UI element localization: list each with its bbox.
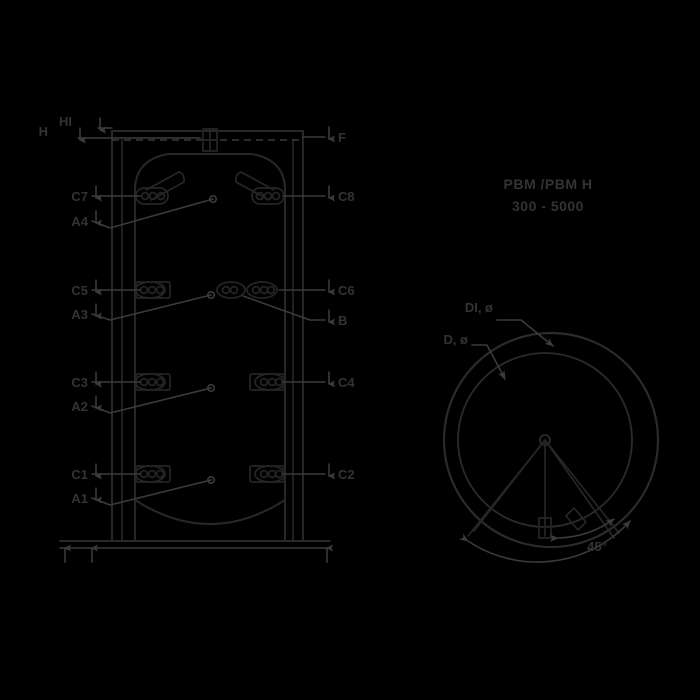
port-fitting-c4 bbox=[249, 373, 286, 391]
leader-lines-right bbox=[242, 136, 326, 475]
port-label-c1: C1 bbox=[71, 467, 88, 482]
section-outer-circle bbox=[442, 331, 660, 549]
tank-vessel-shell bbox=[133, 152, 287, 542]
port-label-c6: C6 bbox=[338, 283, 355, 298]
title-capacity-range: 300 - 5000 bbox=[512, 198, 584, 214]
section-port-boxes bbox=[538, 507, 587, 539]
leader-di-diameter bbox=[496, 319, 554, 347]
port-label-c2: C2 bbox=[338, 467, 355, 482]
port-fitting-c2 bbox=[249, 465, 286, 483]
port-fitting-c6 bbox=[216, 281, 278, 299]
port-label-a2: A2 bbox=[71, 399, 88, 414]
leader-d-diameter bbox=[471, 344, 506, 380]
port-label-a3: A3 bbox=[71, 307, 88, 322]
sensor-pocket-a4 bbox=[209, 195, 218, 204]
leader-lines-left bbox=[91, 195, 214, 506]
section-label-d: D, ø bbox=[443, 332, 468, 347]
port-label-c3: C3 bbox=[71, 375, 88, 390]
title-model: PBM /PBM H bbox=[504, 176, 593, 192]
title-block: PBM /PBM H 300 - 5000 bbox=[504, 176, 593, 214]
top-center-fitting bbox=[202, 128, 218, 152]
bottom-dimension-arrows bbox=[59, 544, 333, 563]
port-label-c8: C8 bbox=[338, 189, 355, 204]
port-fitting-c8 bbox=[251, 187, 285, 205]
dimension-label-hi: HI bbox=[59, 114, 72, 129]
port-label-a1: A1 bbox=[71, 491, 88, 506]
section-label-angle: 45° bbox=[587, 539, 607, 554]
dimension-arrows-left bbox=[79, 117, 106, 504]
port-label-f: F bbox=[338, 130, 346, 145]
port-fitting-c7 bbox=[135, 187, 169, 205]
front-elevation-view: H HI C7 A4 C5 A3 C3 A2 C1 A1 F C8 C6 B C… bbox=[39, 114, 355, 563]
heat-exchanger-coil-upper-right bbox=[235, 171, 275, 201]
section-sector-lines bbox=[467, 439, 620, 539]
port-label-c4: C4 bbox=[338, 375, 355, 390]
angle-dimension-45 bbox=[459, 518, 631, 563]
section-label-di: DI, ø bbox=[465, 300, 493, 315]
port-label-c5: C5 bbox=[71, 283, 88, 298]
height-dimension-leaders bbox=[77, 127, 201, 139]
tank-outer-casing bbox=[110, 129, 305, 542]
port-label-c7: C7 bbox=[71, 189, 88, 204]
port-label-b: B bbox=[338, 313, 347, 328]
dimension-label-h: H bbox=[39, 124, 48, 139]
top-section-view: DI, ø D, ø 45° bbox=[442, 300, 660, 563]
port-label-a4: A4 bbox=[71, 214, 88, 229]
